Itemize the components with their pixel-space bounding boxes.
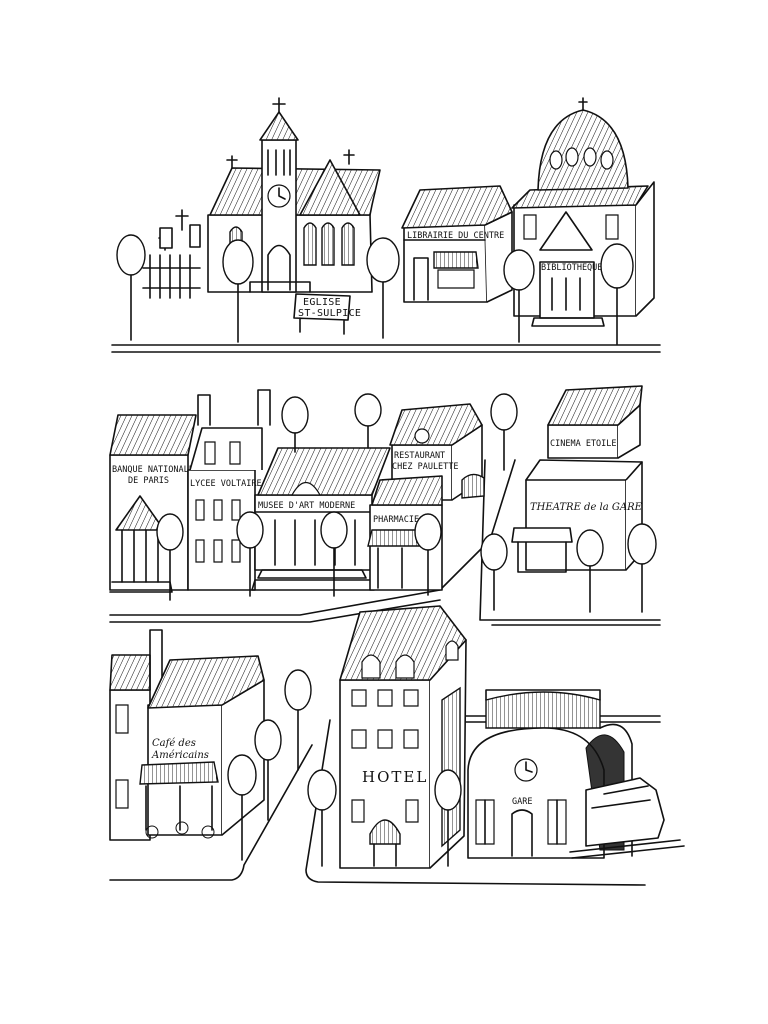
tree <box>628 524 656 612</box>
corner-house <box>110 630 162 840</box>
cafe-sign-line1: Café des <box>152 738 196 749</box>
library-building: BIBLIOTHEQUE <box>512 98 654 326</box>
bookshop-sign: LIBRAIRIE DU CENTRE <box>407 231 504 241</box>
theatre-sign: THEATRE de la GARE <box>530 502 643 513</box>
restaurant-sign-line2: CHEZ PAULETTE <box>392 462 459 472</box>
bank-building: BANQUE NATIONALE DE PARIS <box>110 415 196 592</box>
tree <box>237 512 263 596</box>
tree <box>285 670 311 770</box>
tree <box>504 250 534 342</box>
row-top: EGLISE ST-SULPICE LIBRAIRIE DU CENTRE <box>112 98 660 352</box>
station-sign: GARE <box>512 797 532 807</box>
museum-sign: MUSEE D'ART MODERNE <box>258 501 355 511</box>
tree <box>117 235 145 340</box>
school-sign: LYCEE VOLTAIRE <box>190 479 262 489</box>
tree <box>223 240 253 342</box>
cafe-sign-line2: Américains <box>151 750 209 761</box>
row-bottom: Café des Américains HOTEL <box>110 606 684 885</box>
tree <box>355 394 381 448</box>
tree <box>255 720 281 820</box>
cafe-building: Café des Américains <box>140 656 264 838</box>
church-sign-line2: ST-SULPICE <box>298 308 361 319</box>
tree <box>282 397 308 452</box>
tree <box>491 394 517 470</box>
tree <box>157 514 183 600</box>
bank-sign-line1: BANQUE NATIONALE <box>112 465 194 475</box>
tree <box>481 534 507 610</box>
library-sign: BIBLIOTHEQUE <box>541 263 602 273</box>
tree <box>367 238 399 338</box>
tree <box>415 514 441 595</box>
church-sign: EGLISE ST-SULPICE <box>294 294 361 334</box>
station-building: GARE <box>468 690 684 858</box>
museum-building: MUSEE D'ART MODERNE <box>252 448 390 590</box>
cinema-sign: CINEMA ETOILE <box>550 439 617 449</box>
row-middle: BANQUE NATIONALE DE PARIS LYCEE VOLTAIRE <box>110 386 660 625</box>
cemetery <box>143 210 200 298</box>
hotel-building: HOTEL <box>340 606 466 868</box>
bank-sign-line2: DE PARIS <box>128 476 169 486</box>
cinema-building: CINEMA ETOILE <box>548 386 642 458</box>
tree <box>601 244 633 344</box>
tree <box>321 512 347 596</box>
bookshop-building: LIBRAIRIE DU CENTRE <box>402 186 512 302</box>
school-building: LYCEE VOLTAIRE <box>188 390 270 590</box>
hotel-sign: HOTEL <box>362 768 428 786</box>
tree <box>435 770 461 866</box>
tree <box>308 770 336 866</box>
pharmacy-sign: PHARMACIE <box>373 515 419 525</box>
restaurant-sign-line1: RESTAURANT <box>394 451 445 461</box>
church-sign-line1: EGLISE <box>303 297 341 308</box>
tree <box>228 755 256 860</box>
tree <box>577 530 603 612</box>
